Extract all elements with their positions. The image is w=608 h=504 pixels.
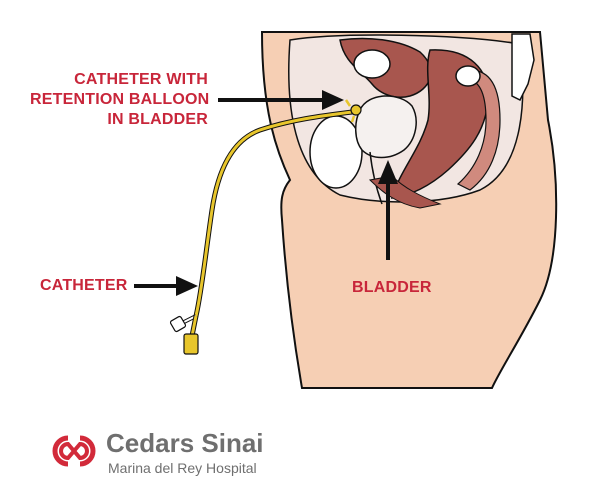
brand-name: Cedars Sinai bbox=[106, 428, 264, 458]
arrow-balloon bbox=[218, 90, 344, 110]
label-balloon: CATHETER WITH RETENTION BALLOON IN BLADD… bbox=[30, 70, 210, 130]
drain-valve bbox=[169, 315, 187, 333]
retention-balloon bbox=[350, 104, 362, 116]
spine bbox=[511, 33, 535, 102]
balloon-tip bbox=[344, 99, 356, 123]
arrow-catheter bbox=[134, 276, 198, 296]
catheter-tube-fill bbox=[194, 110, 354, 318]
label-catheter: CATHETER bbox=[40, 277, 128, 294]
pubic-bone bbox=[309, 115, 363, 189]
ovary bbox=[455, 65, 481, 87]
logo-mark-icon bbox=[52, 435, 96, 467]
arrow-bladder bbox=[378, 160, 398, 260]
brand-subtitle: Marina del Rey Hospital bbox=[108, 460, 257, 476]
pelvic-bone bbox=[353, 49, 391, 79]
catheter-end-fill bbox=[190, 315, 198, 337]
label-balloon-line-1: CATHETER WITH bbox=[74, 71, 208, 88]
bladder bbox=[355, 95, 417, 159]
label-balloon-line-2: RETENTION BALLOON bbox=[30, 91, 210, 108]
catheter-connector bbox=[183, 333, 199, 355]
hospital-logo: Cedars Sinai Marina del Rey Hospital bbox=[48, 424, 288, 480]
label-bladder: BLADDER bbox=[352, 279, 432, 296]
rectum bbox=[456, 69, 501, 191]
label-balloon-line-3: IN BLADDER bbox=[107, 111, 208, 128]
